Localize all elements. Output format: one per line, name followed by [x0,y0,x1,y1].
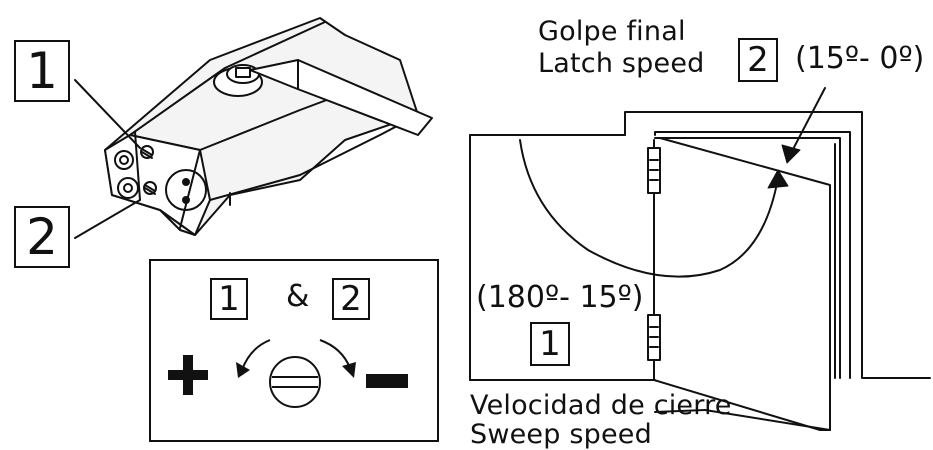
sweep-angle-range: (180º- 15º) [476,280,644,315]
latch-angle-range: (15º- 0º) [795,41,925,76]
latch-pointer-line [789,87,826,156]
latch-arrow-head [781,144,801,164]
callout-box-1: 1 [14,40,70,102]
slotted-screw-icon [269,356,321,408]
sweep-pointer-line [654,409,706,413]
minus-icon [366,374,408,388]
door-frame [469,111,931,381]
sweep-label-en: Sweep speed [470,419,652,450]
adjustment-legend-panel [149,259,439,442]
latch-valve-box: 2 [738,38,778,82]
callout-number-1: 1 [26,42,58,100]
sweep-valve-number: 1 [539,324,561,364]
door-closer-body [104,17,433,236]
legend-icons [168,339,408,408]
latch-label-en: Latch speed [538,48,705,79]
callout-box-2: 2 [14,206,70,268]
legend-conjunction: & [286,279,310,314]
sweep-valve-box: 1 [530,322,570,366]
door-leaf [653,137,831,431]
sweep-label-es: Velocidad de cierre [470,390,732,421]
sweep-arc [519,139,779,278]
callout-2-leader [74,199,141,239]
legend-valve-number-1: 1 [218,279,240,319]
legend-valve-box-1: 1 [210,278,248,320]
latch-label-es: Golpe final [538,16,686,47]
latch-valve-number: 2 [747,40,769,80]
sweep-arrow-head [767,169,789,189]
legend-valve-number-2: 2 [340,279,362,319]
legend-valve-box-2: 2 [332,278,370,320]
callout-1-leader [74,79,141,149]
callout-number-2: 2 [26,208,58,266]
